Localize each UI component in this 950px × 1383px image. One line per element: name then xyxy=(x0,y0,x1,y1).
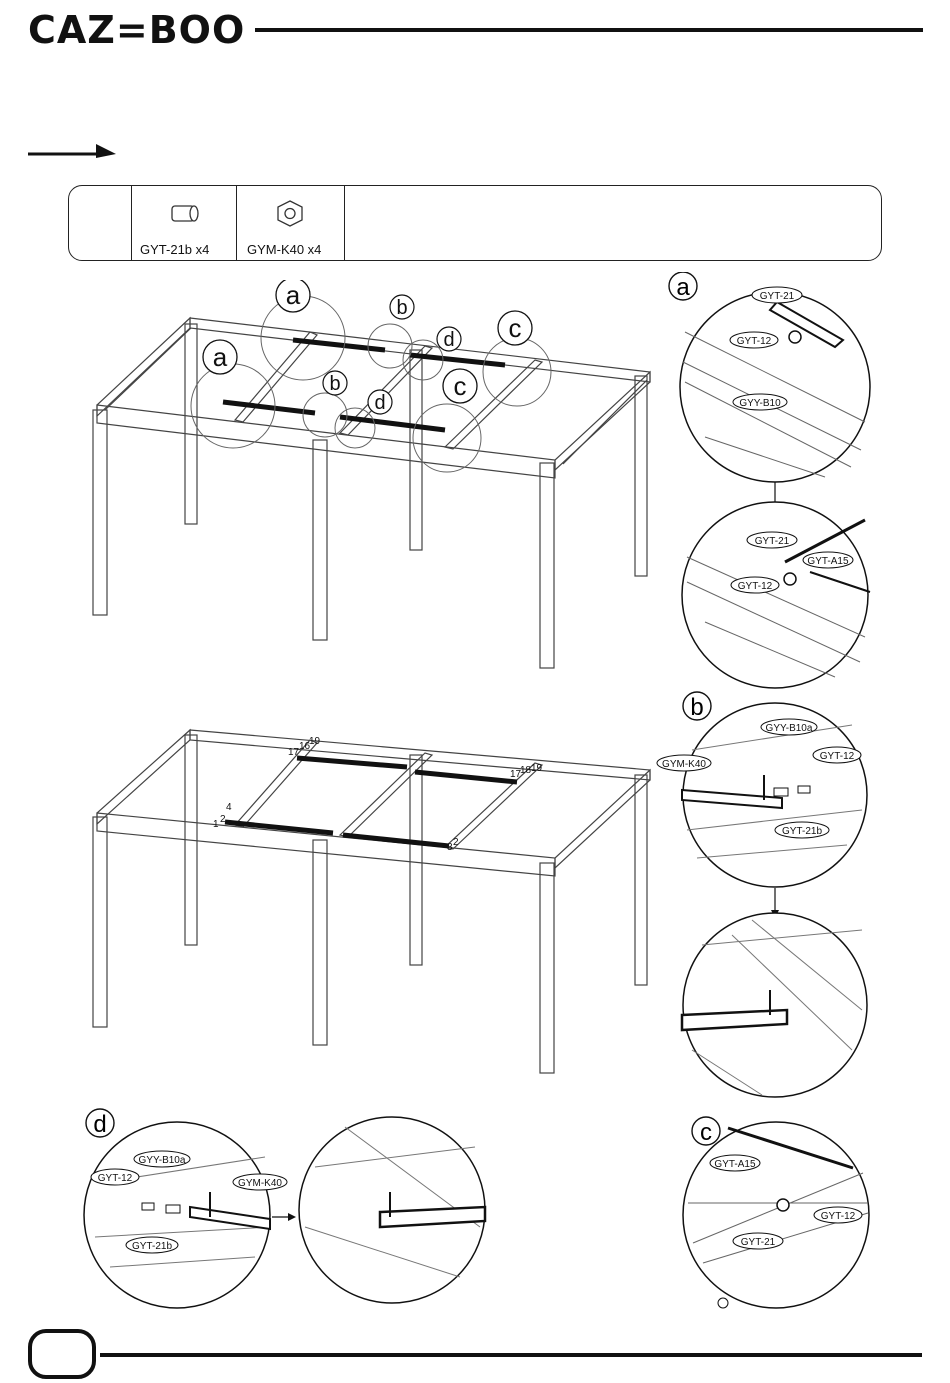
detail-tag: b xyxy=(690,694,703,721)
header-rule xyxy=(255,28,923,32)
part-label: GYM-K40 x4 xyxy=(247,242,321,257)
part-cell: GYM-K40 x4 xyxy=(236,186,345,260)
part-callout: GYT-21 xyxy=(755,536,790,547)
brand-logo: CAZ=BOO xyxy=(28,8,245,52)
overview-frame-diagram: a b d c a b d c xyxy=(85,280,675,675)
callout-label: d xyxy=(374,392,385,414)
part-cell-divider xyxy=(344,186,345,260)
callout-label: b xyxy=(329,373,340,395)
part-callout: GYT-12 xyxy=(821,1211,856,1222)
bolt-number: 2 xyxy=(453,837,459,848)
callout-label: d xyxy=(443,329,454,351)
part-callout: GYT-12 xyxy=(737,336,772,347)
callout-label: b xyxy=(396,297,407,319)
page-number-box xyxy=(28,1329,96,1379)
callout-label: a xyxy=(286,280,301,310)
part-callout: GYT-12 xyxy=(820,751,855,762)
part-callout: GYT-21b xyxy=(782,826,822,837)
part-cell: GYT-21b x4 xyxy=(131,186,237,260)
tube-icon xyxy=(168,201,202,227)
part-callout: GYY-B10 xyxy=(739,398,781,409)
part-label: GYT-21b x4 xyxy=(140,242,209,257)
nut-icon xyxy=(274,198,306,228)
detail-tag: d xyxy=(93,1111,106,1138)
step-arrow-icon xyxy=(28,140,118,162)
part-callout: GYM-K40 xyxy=(662,759,706,770)
callout-label: a xyxy=(213,342,228,372)
bolt-number: 4 xyxy=(226,802,232,813)
callout-label: c xyxy=(509,313,522,343)
detail-d-diagram: d GYY-B10a GYT-12 GYM-K40 GYT-21b xyxy=(80,1107,492,1312)
bolt-number: 19 xyxy=(531,763,543,774)
detail-tag: c xyxy=(700,1119,712,1146)
part-callout: GYM-K40 xyxy=(238,1178,282,1189)
bolt-number: 19 xyxy=(309,736,321,747)
part-callout: GYT-A15 xyxy=(807,556,849,567)
part-callout: GYT-21 xyxy=(741,1237,776,1248)
part-callout: GYT-12 xyxy=(98,1173,133,1184)
assembled-frame-diagram: 17 16 19 17 18 19 1 2 4 3 2 xyxy=(85,725,675,1085)
detail-b-diagram: b GYY-B10a GYM-K40 GYT-12 GYT-21b xyxy=(652,690,878,1110)
callout-label: c xyxy=(454,371,467,401)
bolt-number: 17 xyxy=(288,747,300,758)
parts-list: GYT-21b x4 GYM-K40 x4 xyxy=(68,185,882,261)
part-callout: GYY-B10a xyxy=(766,723,813,734)
part-callout: GYT-12 xyxy=(738,581,773,592)
bolt-number: 1 xyxy=(213,819,219,830)
detail-a-diagram: a GYT-21 GYT-12 GYY-B10 GYT-21 GYT-A15 G… xyxy=(665,272,877,692)
part-callout: GYT-21b xyxy=(132,1241,172,1252)
detail-tag: a xyxy=(676,274,690,301)
part-callout: GYT-21 xyxy=(760,291,795,302)
bolt-number: 2 xyxy=(220,814,226,825)
detail-c-diagram: c GYT-A15 GYT-12 GYT-21 xyxy=(678,1113,878,1313)
part-callout: GYY-B10a xyxy=(139,1155,186,1166)
part-callout: GYT-A15 xyxy=(714,1159,756,1170)
bolt-number: 18 xyxy=(520,765,532,776)
footer-rule xyxy=(100,1353,922,1357)
